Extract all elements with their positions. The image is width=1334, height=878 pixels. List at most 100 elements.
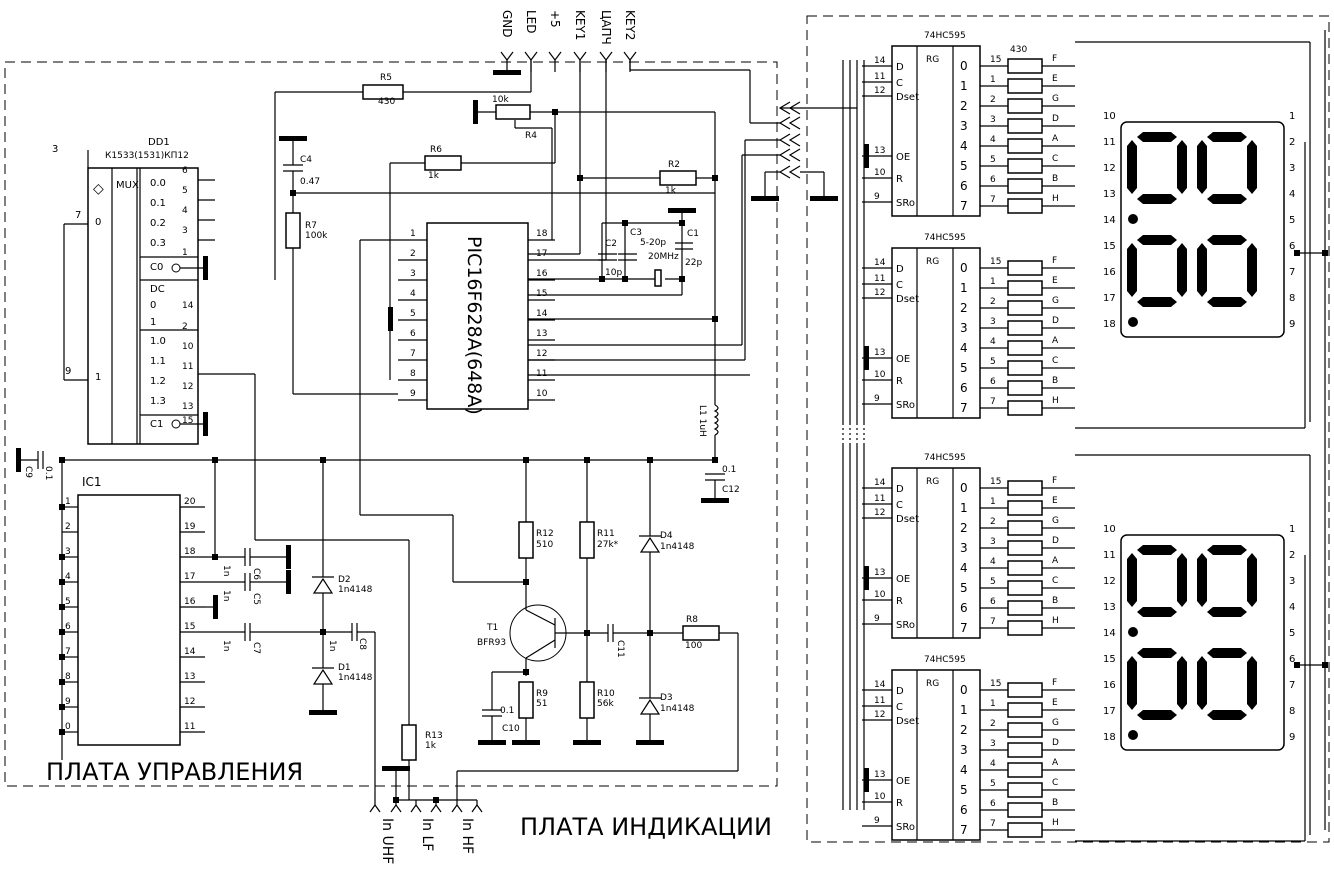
pin-label: 4 xyxy=(1289,189,1295,200)
c6-ref: C6 xyxy=(251,568,261,580)
connector-pin xyxy=(395,804,402,813)
display-segment xyxy=(1137,607,1177,617)
pin-label: 11 xyxy=(1103,550,1116,561)
pin-label: 16 xyxy=(1103,267,1116,278)
shift-register-func: RG xyxy=(926,55,939,65)
pin-label: 4 xyxy=(990,135,996,145)
shift-register-part: 74HC595 xyxy=(924,233,966,243)
connector-pin xyxy=(476,804,483,813)
d2-ref: D2 xyxy=(338,575,351,585)
c8-value: 1n xyxy=(327,640,337,651)
r2-ref: R2 xyxy=(668,160,680,170)
dd1-part: К1533(1531)КП12 xyxy=(105,151,189,161)
shift-register-output-label: 2 xyxy=(960,99,968,113)
pin-label: 10 xyxy=(874,370,886,380)
pin-label: 11 xyxy=(182,362,193,372)
pin-label: 4 xyxy=(182,206,188,216)
pin-label: 5 xyxy=(990,577,996,587)
pin-label: 12 xyxy=(182,382,193,392)
pin-label: 7 xyxy=(1289,267,1295,278)
pin-label: 18 xyxy=(536,229,548,239)
pin-label: 5 xyxy=(990,779,996,789)
pin-label: 1 xyxy=(410,229,416,239)
segment-label: E xyxy=(1052,74,1058,84)
pin-label: 20 xyxy=(184,497,196,507)
connector-pin xyxy=(629,51,637,61)
display-segment xyxy=(1197,140,1207,194)
pin-label: 13 xyxy=(1103,189,1116,200)
c11-ref: C11 xyxy=(615,640,625,658)
connector-pin-label: KEY1 xyxy=(573,10,587,40)
decimal-point xyxy=(1128,214,1138,224)
ground-icon xyxy=(810,196,838,201)
shift-register-body xyxy=(891,247,981,419)
segment-resistor xyxy=(1007,600,1043,616)
shift-register-input-label: OE xyxy=(896,574,910,585)
r4-value: 10k xyxy=(492,95,509,105)
pin-label: 3 xyxy=(990,537,996,547)
segment-resistor xyxy=(1007,118,1043,134)
pin-label: 15 xyxy=(182,416,193,426)
shift-register-body xyxy=(891,45,981,217)
control-board-outline xyxy=(4,61,778,787)
pin-label: 4 xyxy=(65,572,71,582)
connector-pin-label: GND xyxy=(500,10,514,38)
segment-label: C xyxy=(1052,154,1058,164)
pin-label: 14 xyxy=(182,301,194,311)
mux-output-label: DC xyxy=(150,284,165,295)
shift-register-input-label: R xyxy=(896,376,903,387)
display-body xyxy=(1120,121,1285,338)
ic1-ref: IC1 xyxy=(82,475,102,489)
shift-register-output-label: 1 xyxy=(960,79,968,93)
shift-register-output-label: 2 xyxy=(960,521,968,535)
segment-label: D xyxy=(1052,316,1059,326)
shift-register-output-label: 3 xyxy=(960,321,968,335)
display-segment xyxy=(1197,243,1207,297)
dd1-ref: DD1 xyxy=(148,137,170,148)
shift-register-input-label: OE xyxy=(896,354,910,365)
pin-label: 6 xyxy=(1289,241,1295,252)
r6-ref: R6 xyxy=(430,145,442,155)
shift-register-output-label: 3 xyxy=(960,743,968,757)
c8-ref: C8 xyxy=(357,638,367,650)
pin-label: 9 xyxy=(874,816,880,826)
segment-resistor xyxy=(1007,198,1043,214)
connector-pin xyxy=(548,51,556,61)
pin-label: 13 xyxy=(874,770,885,780)
segment-label: D xyxy=(1052,536,1059,546)
pin-label: 13 xyxy=(1103,602,1116,613)
shift-register-output-label: 6 xyxy=(960,179,968,193)
shift-register-output-label: 5 xyxy=(960,783,968,797)
segment-resistor xyxy=(1007,802,1043,818)
c5-ref: C5 xyxy=(251,593,261,605)
shift-register-output-label: 3 xyxy=(960,541,968,555)
pin-label: 14 xyxy=(184,647,196,657)
pin-label: 1 xyxy=(990,699,996,709)
connector-pin xyxy=(390,804,397,813)
pin-label: 3 xyxy=(1289,576,1295,587)
decimal-point xyxy=(1128,317,1138,327)
pin-label: 14 xyxy=(874,258,886,268)
segment-resistor xyxy=(1007,520,1043,536)
r2-value: 1k xyxy=(665,186,677,196)
display-segment xyxy=(1197,553,1207,607)
shift-register-input-label: Dset xyxy=(896,716,919,727)
connector-pin xyxy=(456,804,463,813)
display-segment xyxy=(1127,553,1137,607)
pin-label: 5 xyxy=(410,309,416,319)
ground-icon xyxy=(309,710,337,715)
pin-label: 12 xyxy=(536,349,547,359)
display-segment xyxy=(1247,140,1257,194)
shift-register-input-label: C xyxy=(896,78,903,89)
r8-value: 100 xyxy=(685,641,702,651)
mux-output-label: 1 xyxy=(150,317,156,328)
pin-label: 7 xyxy=(990,617,996,627)
segment-resistor xyxy=(1007,722,1043,738)
display-segment xyxy=(1137,132,1177,142)
shift-register-input-label: R xyxy=(896,596,903,607)
display-segment xyxy=(1207,607,1247,617)
segment-resistor xyxy=(1007,158,1043,174)
